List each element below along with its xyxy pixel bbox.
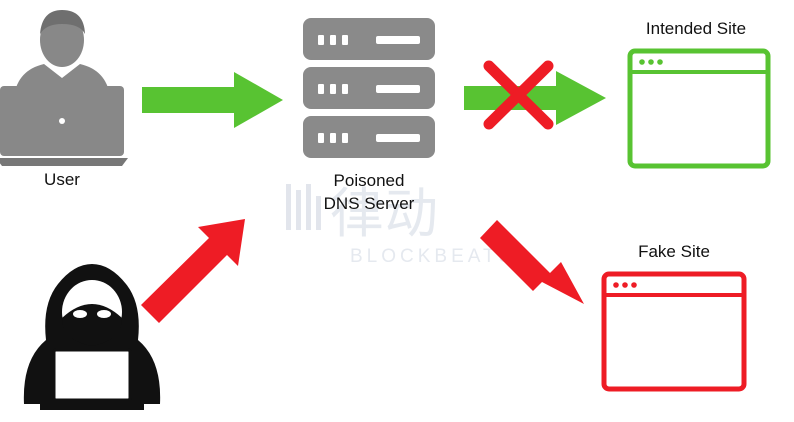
intended-site-label: Intended Site	[646, 19, 746, 38]
user-laptop-icon	[0, 10, 128, 166]
fake-site-label: Fake Site	[638, 242, 710, 261]
arrow-server-to-intended-site	[464, 71, 606, 125]
red-x-icon	[483, 60, 554, 130]
server-label-line1: Poisoned	[334, 171, 405, 190]
fake-site-window-icon	[601, 271, 747, 392]
server-label-line2: DNS Server	[324, 194, 415, 213]
hooded-hacker-icon	[23, 264, 161, 410]
server-stack-icon	[303, 18, 435, 158]
watermark-mark-text: 律动	[330, 182, 438, 245]
watermark-logo: 律动 BLOCKBEATS	[286, 182, 515, 267]
intended-site-window-icon	[627, 48, 771, 169]
arrow-user-to-server	[142, 72, 283, 128]
arrow-server-to-fake-site	[480, 220, 584, 304]
watermark-brand-text: BLOCKBEATS	[350, 246, 515, 267]
user-label: User	[44, 170, 80, 189]
arrow-hacker-to-server	[141, 219, 245, 323]
